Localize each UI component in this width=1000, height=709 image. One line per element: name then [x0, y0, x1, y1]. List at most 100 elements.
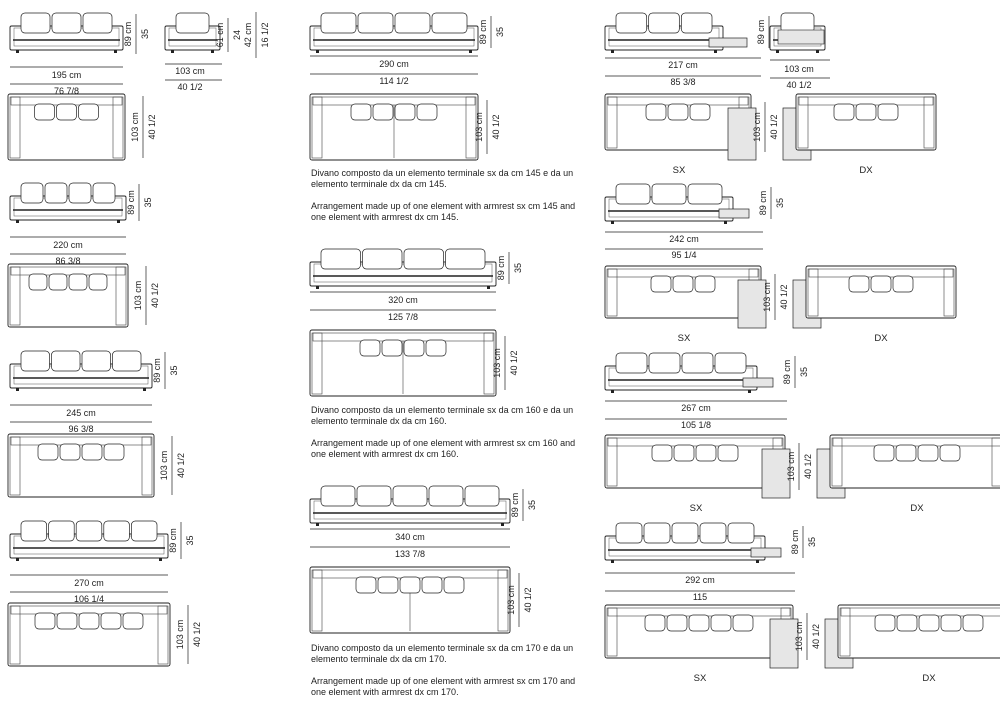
dimension-label: 40 1/2 — [192, 622, 202, 647]
dimension-label: 35 — [140, 29, 150, 39]
chaise-plan-sx — [727, 107, 757, 161]
cushion — [103, 520, 130, 542]
sofa-plan-arm — [465, 96, 477, 159]
note-145-en: Arrangement made up of one element with … — [311, 201, 576, 222]
dimension-label: 35 — [513, 263, 523, 273]
cushion — [377, 576, 399, 594]
cushion — [20, 182, 44, 204]
cushion — [699, 522, 727, 544]
cushion — [666, 614, 688, 632]
cushion — [122, 612, 144, 630]
cushion — [381, 339, 403, 357]
cushion — [131, 520, 158, 542]
sofa-plan-outline — [795, 93, 937, 151]
cushion — [320, 248, 361, 270]
cushion — [645, 103, 667, 121]
note-170-en: Arrangement made up of one element with … — [311, 676, 576, 697]
sofa-plan-arm — [141, 436, 153, 496]
note-170-it: Divano composto da un elemento terminale… — [311, 643, 574, 664]
cushion — [48, 520, 75, 542]
sofa-plan-arm — [311, 96, 323, 159]
dimension-label: 96 3/8 — [68, 424, 93, 434]
sofa-plan-back — [607, 437, 783, 447]
cushion — [88, 273, 108, 291]
dimension-label: 40 1/2 — [176, 453, 186, 478]
cushion — [425, 339, 447, 357]
sofa-plan-arm — [9, 436, 21, 496]
label-sx: SX — [673, 165, 686, 176]
sofa-foot — [16, 50, 19, 53]
cushion — [615, 183, 651, 205]
cushion — [962, 614, 984, 632]
dimension-label: 267 cm — [681, 403, 711, 413]
sofa-foot — [469, 50, 472, 53]
dimension-label: 40 1/2 — [803, 454, 813, 479]
sofa-foot — [714, 50, 717, 53]
dimension-label: 103 cm — [506, 585, 516, 615]
cushion — [940, 614, 962, 632]
cushion — [81, 443, 103, 461]
sofa-plan-arm — [497, 569, 509, 632]
dimension-label: 35 — [169, 365, 179, 375]
cushion — [78, 612, 100, 630]
note-145-it: Divano composto da un elemento terminale… — [311, 168, 574, 189]
sofa-front-inner — [313, 263, 493, 283]
cushion — [20, 12, 51, 34]
cushion — [689, 103, 711, 121]
sofa-plan-arm — [9, 266, 21, 326]
cushion — [445, 248, 486, 270]
sofa-plan-arm — [606, 607, 618, 657]
sofa-foot — [776, 50, 779, 53]
sofa-foot — [316, 286, 319, 289]
sofa-plan-arm — [483, 332, 495, 395]
dimension-label: 242 cm — [669, 234, 699, 244]
label-sx: SX — [694, 673, 707, 684]
dimension-label: 245 cm — [66, 408, 96, 418]
cushion — [877, 103, 899, 121]
cushion — [112, 350, 142, 372]
sofa-plan-arm — [991, 437, 1000, 487]
cushion — [681, 352, 714, 374]
sofa-plan-arm — [9, 605, 21, 665]
sofa-foot — [143, 388, 146, 391]
cushion — [892, 275, 914, 293]
cushion — [667, 103, 689, 121]
cushion — [394, 12, 431, 34]
dimension-label: 106 1/4 — [74, 594, 104, 604]
chaise-plan-sx — [737, 279, 767, 329]
cushion — [680, 12, 713, 34]
sofa-plan-outline — [837, 604, 1000, 659]
dimension-label: 85 3/8 — [670, 77, 695, 87]
cushion — [320, 12, 357, 34]
sofa-plan-outline — [7, 602, 171, 667]
sofa-foot — [816, 50, 819, 53]
cushion — [359, 339, 381, 357]
sofa-plan-outline — [604, 604, 794, 659]
dimension-label: 40 1/2 — [491, 114, 501, 139]
dimension-label: 40 1/2 — [779, 284, 789, 309]
chaise-plan-sx — [769, 618, 799, 669]
cushion — [392, 485, 428, 507]
cushion — [694, 275, 716, 293]
chaise-extension — [742, 377, 774, 388]
sofa-plan-arm — [311, 332, 323, 395]
chaise-extension — [750, 547, 782, 558]
cushion — [939, 444, 961, 462]
dimension-label: 103 cm — [175, 620, 185, 650]
sofa-foot — [114, 50, 117, 53]
dimension-label: 103 cm — [786, 452, 796, 482]
dimension-label: 103 cm — [794, 622, 804, 652]
sofa-foot — [724, 221, 727, 224]
note-170: Divano composto da un elemento terminale… — [311, 643, 591, 709]
cushion — [356, 485, 392, 507]
cushion — [651, 444, 673, 462]
cushion — [92, 182, 116, 204]
cushion — [644, 614, 666, 632]
sofa-plan-arm — [807, 268, 819, 317]
cushion — [350, 103, 372, 121]
cushion — [650, 275, 672, 293]
cushion — [56, 612, 78, 630]
cushion — [615, 12, 648, 34]
cushion — [421, 576, 443, 594]
